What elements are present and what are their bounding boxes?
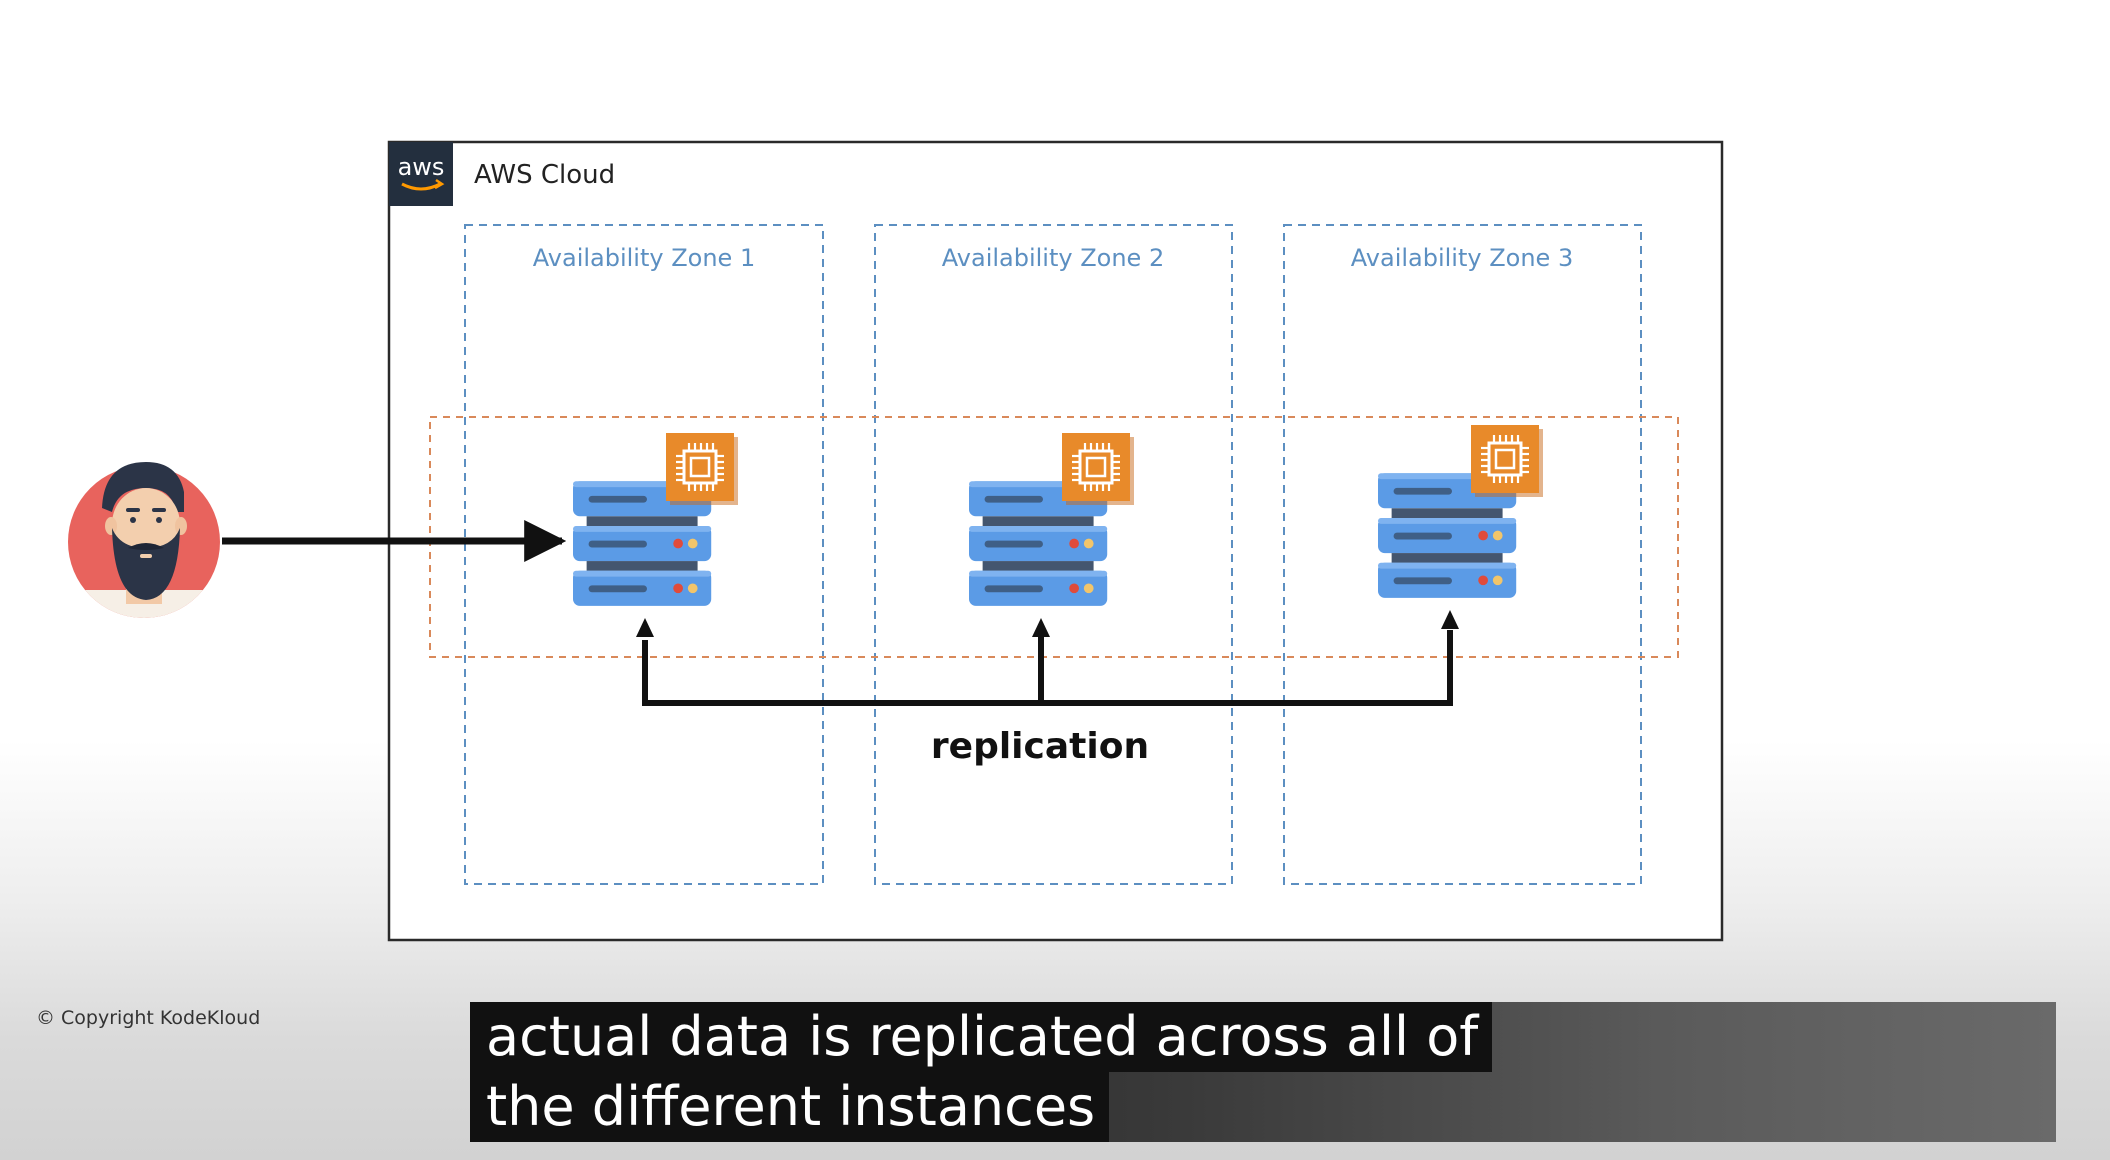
replication-label: replication [931, 726, 1149, 767]
user-avatar-icon [68, 462, 220, 618]
availability-zone-2-box [874, 224, 1233, 885]
replication-arrowhead [1032, 618, 1050, 637]
ec2-instance-chip-icon [1471, 425, 1543, 497]
caption-line-1: actual data is replicated across all of [470, 1002, 1493, 1072]
copyright-notice: © Copyright KodeKloud [36, 1007, 261, 1029]
cloud-title: AWS Cloud [474, 160, 615, 190]
instance-group-box [429, 416, 1679, 658]
replication-connector [642, 630, 1453, 706]
replication-arrowhead [636, 618, 654, 637]
video-caption: actual data is replicated across all of … [470, 1002, 2056, 1142]
caption-line-2: the different instances [470, 1072, 1110, 1142]
ec2-instance-chip-icon [666, 433, 738, 505]
zone-3-label: Availability Zone 3 [1351, 244, 1573, 272]
replication-arrowhead [1441, 610, 1459, 629]
zone-1-label: Availability Zone 1 [533, 244, 755, 272]
zone-2-label: Availability Zone 2 [942, 244, 1164, 272]
aws-logo-text: aws [398, 153, 445, 181]
aws-logo-icon: aws [389, 142, 453, 206]
ec2-instance-chip-icon [1062, 433, 1134, 505]
availability-zone-1-box [464, 224, 824, 885]
availability-zone-3-box [1283, 224, 1642, 885]
